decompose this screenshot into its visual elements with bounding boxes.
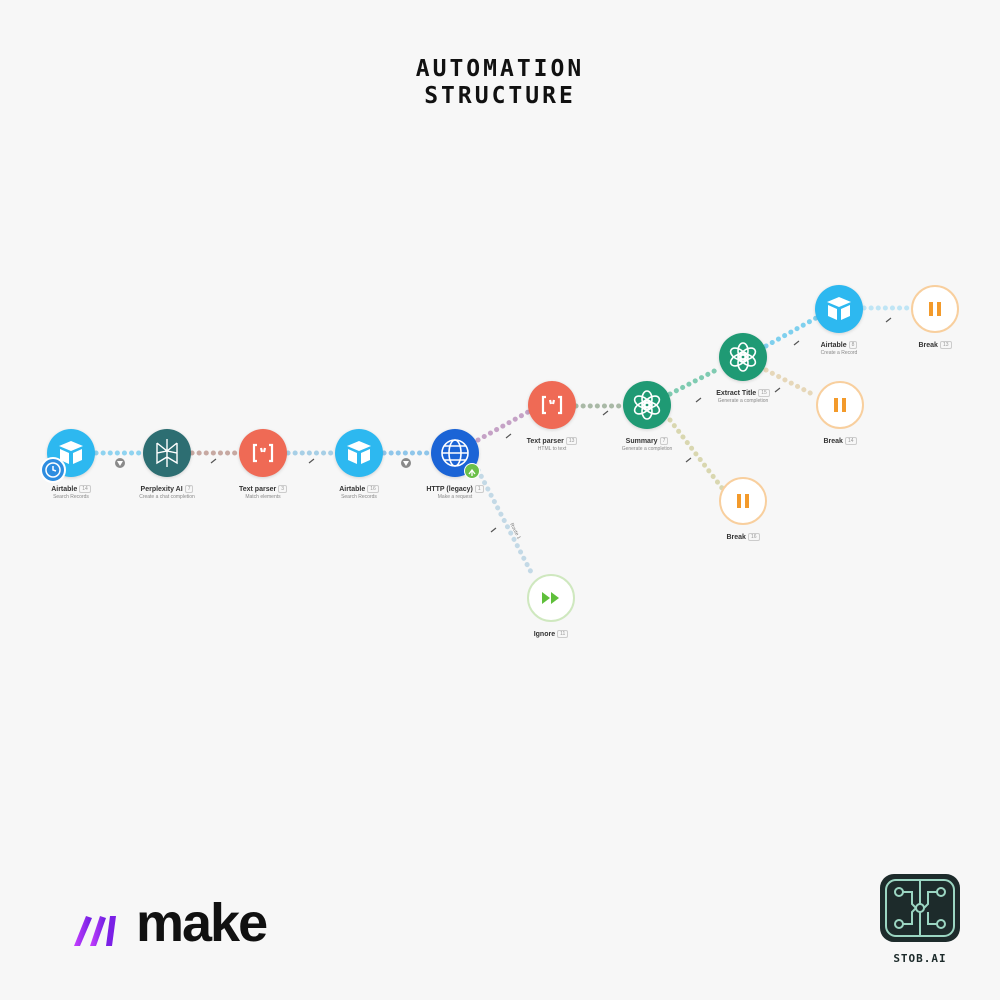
make-logo-icon xyxy=(74,916,116,946)
title-line-2: STRUCTURE xyxy=(424,83,576,109)
stob-logo: STOB.AI xyxy=(872,872,968,965)
connection-dots xyxy=(93,305,911,577)
module-action: HTML to text xyxy=(537,446,567,452)
page-title: AUTOMATION STRUCTURE xyxy=(0,56,1000,110)
module-label: HTTP (legacy)1 xyxy=(390,485,520,493)
make-wordmark: make xyxy=(136,893,268,953)
module-action: Create a chat completion xyxy=(139,494,195,500)
module-action: Match elements xyxy=(245,494,281,500)
openai-icon xyxy=(719,333,767,381)
title-line-1: AUTOMATION xyxy=(415,56,585,82)
module-action: Generate a completion xyxy=(717,398,769,404)
brackets-icon xyxy=(528,381,576,429)
pause-icon xyxy=(911,285,959,333)
brackets-icon xyxy=(239,429,287,477)
stob-wordmark: STOB.AI xyxy=(893,952,947,965)
perplexity-icon xyxy=(143,429,191,477)
module-http[interactable]: HTTP (legacy)1 Make a request xyxy=(390,429,520,500)
pause-icon xyxy=(719,477,767,525)
module-action: Generate a completion xyxy=(621,446,673,452)
module-action: Search Records xyxy=(53,494,89,500)
module-action: Search Records xyxy=(341,494,377,500)
fast-forward-icon xyxy=(527,574,575,622)
circuit-chip-icon xyxy=(880,874,960,942)
router-icon[interactable] xyxy=(464,463,480,479)
openai-icon xyxy=(623,381,671,429)
module-action: Make a request xyxy=(437,494,473,500)
schedule-clock-icon[interactable] xyxy=(40,457,66,483)
airtable-icon xyxy=(815,285,863,333)
filter-markers xyxy=(115,317,892,533)
airtable-icon xyxy=(335,429,383,477)
module-action: Create a Record xyxy=(820,350,858,356)
pause-icon xyxy=(816,381,864,429)
